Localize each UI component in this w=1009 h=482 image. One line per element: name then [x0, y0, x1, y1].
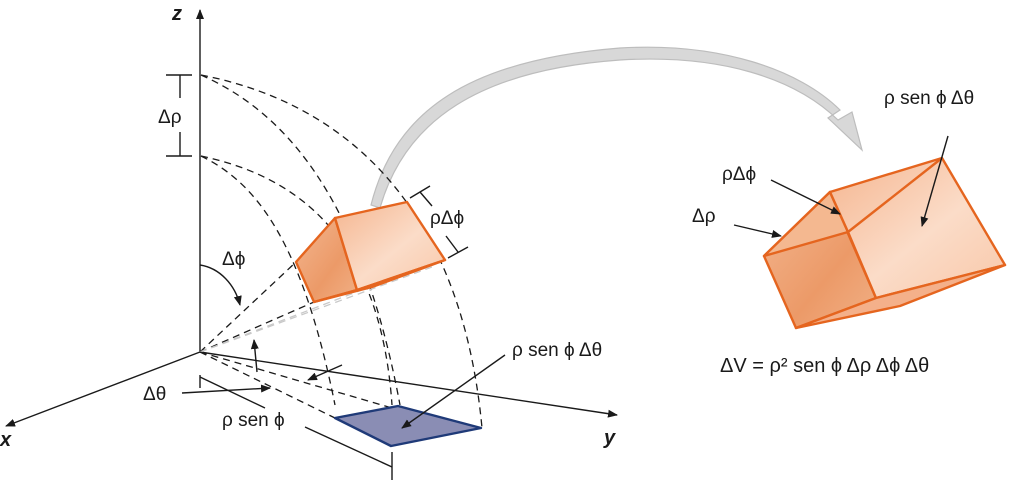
base-area-arrow	[401, 354, 506, 429]
x-axis-label: x	[0, 429, 12, 451]
rho-sen-phi-bracket	[199, 375, 393, 480]
delta-rho-label: Δρ	[158, 107, 182, 128]
x-axis	[5, 351, 201, 427]
delta-phi-label: Δϕ	[222, 249, 245, 270]
delta-theta-arrows	[181, 339, 343, 394]
delta-rho-bracket	[166, 74, 192, 157]
base-area-label: ρ sen ϕ Δθ	[512, 340, 602, 361]
right-area-arrow	[920, 135, 949, 227]
transition-arrow-icon	[370, 46, 864, 209]
right-area-label: ρ sen ϕ Δθ	[884, 88, 974, 109]
right-rho-delta-phi-label: ρΔϕ	[722, 164, 756, 185]
right-delta-rho-arrow	[733, 224, 782, 238]
right-rho-delta-phi-arrow	[770, 179, 841, 215]
volume-element-box-right	[762, 156, 1007, 330]
volume-element-box-left	[294, 200, 447, 304]
rho-sen-phi-label: ρ sen ϕ	[222, 410, 285, 431]
delta-phi-arrow	[199, 264, 242, 306]
z-axis-label: z	[171, 3, 182, 25]
y-axis-label: y	[603, 427, 616, 449]
y-axis	[199, 351, 618, 418]
right-delta-rho-label: Δρ	[692, 206, 716, 227]
rho-delta-phi-label: ρΔϕ	[430, 208, 464, 229]
rho-delta-phi-bracket	[409, 185, 469, 259]
delta-theta-label: Δθ	[143, 384, 166, 405]
base-area-patch	[333, 404, 483, 448]
volume-formula: ΔV = ρ² sen ϕ Δρ Δϕ Δθ	[720, 355, 929, 377]
